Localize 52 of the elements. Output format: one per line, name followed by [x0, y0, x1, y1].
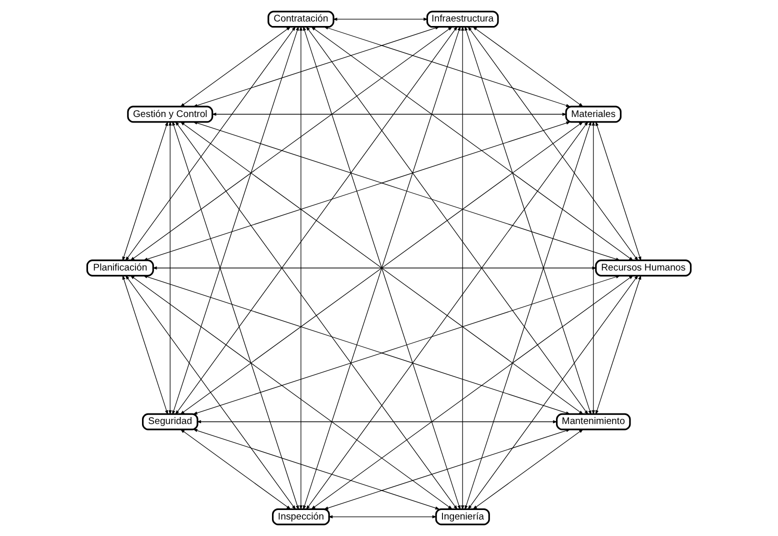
arrow: [468, 274, 638, 510]
arrow: [468, 26, 638, 262]
arrow: [130, 26, 453, 261]
arrow: [328, 515, 437, 518]
arrow: [472, 26, 584, 107]
arrow: [461, 26, 464, 510]
arrow: [122, 275, 168, 415]
arrow: [299, 26, 303, 510]
arrow: [180, 429, 292, 510]
arrow: [168, 121, 172, 415]
node-box: Planificación: [86, 260, 154, 276]
arrow: [310, 26, 634, 261]
arrow: [180, 26, 291, 108]
arrow: [152, 266, 597, 270]
arrow: [464, 26, 592, 415]
arrow: [143, 122, 571, 261]
arrow: [180, 122, 584, 415]
node-box: Infraestructura: [426, 10, 499, 28]
arrow: [142, 275, 571, 414]
arrow: [125, 275, 296, 510]
arrow: [306, 121, 588, 510]
arrow: [122, 121, 168, 262]
arrow: [592, 121, 595, 415]
arrow: [130, 275, 453, 510]
arrow: [175, 26, 458, 415]
arrow: [596, 121, 642, 262]
arrow: [172, 26, 299, 415]
node-box: Contratación: [268, 10, 334, 28]
node-box: Ingeniería: [435, 508, 490, 526]
arrow: [192, 26, 440, 107]
arrow: [324, 429, 571, 510]
arrow: [175, 121, 458, 510]
arrow: [196, 420, 558, 424]
arrow: [212, 112, 567, 116]
arrow: [332, 18, 428, 21]
node-box: Mantenimiento: [556, 413, 631, 430]
arrow: [192, 429, 440, 510]
arrow: [324, 26, 571, 107]
arrow: [306, 26, 588, 415]
arrow: [192, 275, 620, 414]
arrow: [596, 275, 642, 415]
arrow: [472, 428, 584, 510]
node-box: Seguridad: [142, 413, 198, 430]
node-box: Materiales: [565, 106, 622, 123]
arrow: [303, 26, 460, 510]
arrow: [192, 122, 620, 261]
node-box: Recursos Humanos: [595, 260, 692, 276]
arrow: [172, 121, 299, 510]
arrow: [310, 275, 634, 510]
node-box: Gestión y Control: [127, 106, 214, 123]
arrow: [464, 121, 592, 510]
node-box: Inspección: [272, 508, 330, 526]
